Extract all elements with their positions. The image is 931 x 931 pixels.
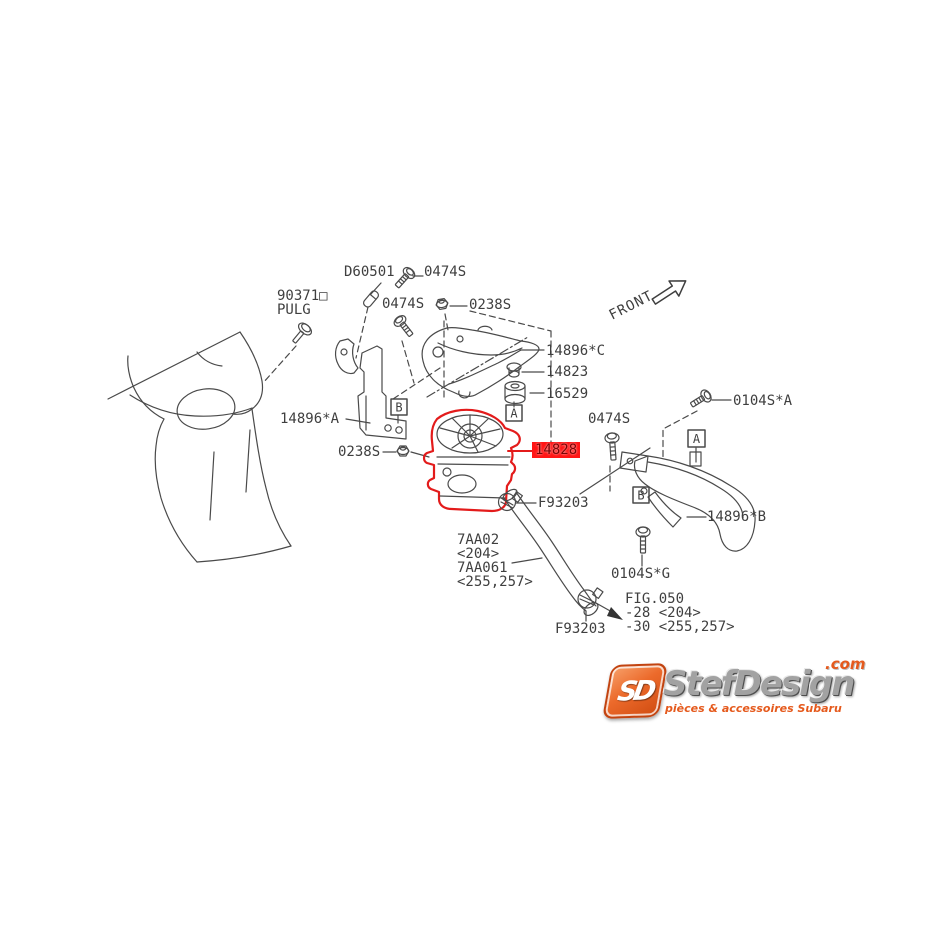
front-arrow: FRONT <box>607 280 687 324</box>
label-16529: 16529 <box>546 386 589 402</box>
label-fig050-line2: -28 <204> <box>625 605 701 621</box>
construction-lines <box>262 306 698 492</box>
label-14828-highlighted[interactable]: 14828 <box>532 442 581 458</box>
label-0104sa: 0104S*A <box>733 393 793 409</box>
plug-90371-drawing <box>292 322 313 344</box>
cover-14896c-drawing <box>421 325 540 399</box>
logo-name: StefDesign <box>663 664 855 704</box>
bracket-14896a-drawing <box>334 338 407 440</box>
label-14896c: 14896*C <box>546 343 606 359</box>
stefdesign-logo[interactable]: SD StefDesign .com pièces & accessoires … <box>599 655 881 750</box>
label-f93203-upper: F93203 <box>538 495 589 511</box>
pin-d60501-drawing <box>362 290 380 308</box>
label-0238s-left: 0238S <box>338 444 381 460</box>
boxed-letter-b-left: B <box>390 398 408 416</box>
bolt-0104sa-drawing <box>690 389 712 408</box>
bolt-0474s-top-drawing <box>394 266 416 289</box>
logo-mark-letters: SD <box>615 674 655 708</box>
bolt-0474s-mid-drawing <box>393 315 414 337</box>
label-pulg: PULG <box>277 302 311 318</box>
label-0238s-top: 0238S <box>469 297 512 313</box>
label-0104sg: 0104S*G <box>611 566 671 582</box>
label-14823: 14823 <box>546 364 589 380</box>
engine-block-outline <box>107 331 292 563</box>
label-7aa02-app: <204> <box>457 546 500 562</box>
logo-tld: .com <box>825 655 866 673</box>
label-7aa061-app: <255,257> <box>457 574 533 590</box>
label-fig050-line3: -30 <255,257> <box>625 619 735 635</box>
label-fig050: FIG.050 <box>625 591 685 607</box>
label-7aa061: 7AA061 <box>457 560 508 576</box>
fig-pointer-arrow <box>595 602 623 620</box>
clamp-lower-drawing <box>577 587 604 609</box>
svg-text:A: A <box>510 407 518 421</box>
logo-mark-icon: SD <box>602 663 668 719</box>
label-0474s-top: 0474S <box>424 264 467 280</box>
bolt-0104sg-drawing <box>635 526 651 554</box>
label-7aa02: 7AA02 <box>457 532 500 548</box>
nut-0238s-top-drawing <box>435 297 449 311</box>
nut-0238s-left-drawing <box>396 445 410 457</box>
boxed-letter-a-center: A <box>505 404 523 422</box>
label-0474s-right: 0474S <box>588 411 631 427</box>
label-14896b: 14896*B <box>707 509 767 525</box>
svg-text:A: A <box>693 432 701 446</box>
label-0474s-mid: 0474S <box>382 296 425 312</box>
front-label: FRONT <box>607 288 656 324</box>
leader-lines <box>345 275 732 622</box>
bolt-0474s-right-drawing <box>604 432 620 461</box>
label-d60501: D60501 <box>344 264 395 280</box>
logo-tagline: pièces & accessoires Subaru <box>665 702 842 715</box>
label-90371: 90371□ <box>277 288 328 304</box>
hose-drawing <box>502 488 599 617</box>
svg-text:B: B <box>395 401 402 415</box>
clamp-upper-drawing <box>497 491 524 512</box>
bracket-14896b-drawing <box>619 451 756 552</box>
svg-text:B: B <box>637 489 644 503</box>
washer-cushion-drawing <box>504 362 526 405</box>
label-14896a: 14896*A <box>280 411 340 427</box>
boxed-letter-b-right: B <box>632 486 650 504</box>
boxed-letter-a-right: A <box>687 429 706 448</box>
label-f93203-lower: F93203 <box>555 621 606 637</box>
